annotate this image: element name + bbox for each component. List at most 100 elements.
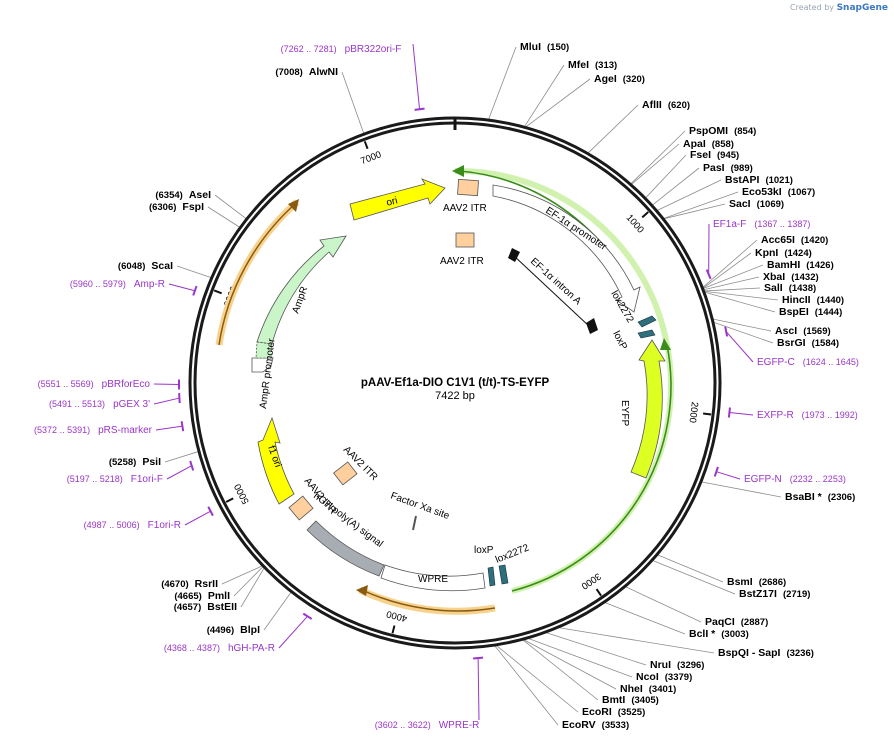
orange-arrow-left (218, 203, 296, 346)
features (215, 165, 674, 615)
primer-label: (5197 .. 5218)F1ori-F (67, 474, 163, 485)
enzyme-leader (713, 322, 774, 344)
tick-mark (641, 211, 649, 219)
enzyme-position: (313) (595, 60, 617, 71)
enzyme-name: ScaI (151, 260, 173, 272)
primer-name: EXFP-R (757, 410, 794, 421)
enzyme-label: BmtI (3405) (602, 694, 659, 706)
enzyme-leader (207, 206, 240, 228)
enzyme-name: PasI (703, 162, 725, 174)
feature-label-lox2272b: lox2272 (494, 542, 531, 565)
enzyme-label: MfeI(313) (568, 59, 617, 71)
enzyme-name: Eco53kI (742, 186, 782, 198)
green-arrowhead-right (660, 338, 671, 350)
feature-label-eyfp: EYFP (619, 400, 630, 426)
enzyme-position: (4496) (207, 625, 234, 636)
enzyme-name: PspOMI (689, 125, 728, 137)
enzyme-leader (625, 586, 702, 623)
primer-range: (1973 .. 1992) (802, 410, 858, 420)
enzyme-name: PsiI (142, 456, 161, 468)
enzyme-position: (3296) (677, 660, 704, 671)
feature-ampr-tail (255, 341, 273, 359)
enzyme-name: BsaBI * (785, 491, 823, 503)
feature-itr2-box (455, 232, 475, 248)
enzyme-position: (3405) (631, 695, 658, 706)
enzyme-name: SacI (729, 198, 751, 210)
enzyme-label: ApaI(858) (683, 138, 734, 150)
enzyme-label: BspQI - SapI(3236) (718, 647, 814, 659)
feature-factorxa-mark (412, 515, 417, 531)
feature-loxpb (487, 566, 496, 587)
feature-label-itr1: AAV2 ITR (443, 203, 487, 214)
enzyme-label: MluI(150) (520, 41, 569, 53)
primer-label: (5960 .. 5979)Amp-R (70, 279, 165, 290)
feature-ampr (256, 235, 347, 345)
primer-range: (5372 .. 5391) (34, 425, 90, 435)
primer-leader (166, 465, 192, 480)
enzyme-name: AlwNI (309, 66, 338, 78)
feature-label-loxpb: loxP (474, 545, 494, 556)
primer-range: (5551 .. 5569) (38, 379, 94, 389)
enzyme-leader (559, 627, 715, 654)
enzyme-labels: MluI(150)MfeI(313)AgeI(320)AflII(620)Psp… (109, 41, 855, 731)
enzyme-leader (657, 554, 724, 583)
enzyme-leader (546, 632, 647, 666)
enzyme-position: (620) (668, 100, 690, 111)
enzyme-position: (989) (731, 163, 753, 174)
enzyme-position: (6354) (155, 190, 182, 201)
enzyme-name: FseI (690, 149, 711, 161)
plasmid-length: 7422 bp (435, 390, 475, 402)
primer-name: pRS-marker (98, 425, 153, 436)
green-arrow-right (511, 344, 672, 592)
enzyme-name: SalI (764, 282, 783, 294)
primer-leader (412, 43, 421, 110)
enzyme-label: (6048) ScaI (118, 260, 173, 272)
enzyme-name: BamHI (767, 259, 800, 271)
primer-leader (155, 425, 183, 431)
halo-orange-bottom (358, 586, 496, 615)
enzyme-leader (663, 191, 739, 219)
enzyme-name: NcoI (636, 671, 659, 683)
enzyme-name: AseI (189, 189, 211, 201)
primer-label: EGFP-N(2232 .. 2253) (744, 474, 846, 485)
enzyme-position: (1584) (812, 338, 839, 349)
primer-name: WPRE-R (439, 720, 480, 731)
enzyme-position: (3533) (602, 720, 629, 731)
primer-leader-lines (153, 43, 754, 721)
enzyme-position: (1069) (757, 199, 784, 210)
halo-ef1a-eyfp (454, 167, 670, 346)
enzyme-leader (630, 130, 686, 184)
enzyme-label: KpnI(1424) (755, 247, 812, 259)
tick-mark (213, 289, 223, 295)
enzyme-position: (3525) (618, 707, 645, 718)
enzyme-leader (703, 276, 760, 291)
enzyme-name: BstZ17I (739, 588, 777, 600)
enzyme-leader (704, 291, 776, 313)
enzyme-label: BstZ17I(2719) (739, 588, 810, 600)
primer-label: (5551 .. 5569)pBRforEco (38, 379, 151, 390)
enzyme-name: BmtI (602, 694, 625, 706)
feature-itr3-box (333, 461, 358, 486)
enzyme-position: (7008) (275, 67, 302, 78)
tick-label: 4000 (385, 608, 408, 624)
feature-label-wpre: WPRE (418, 574, 448, 585)
primer-label: (4987 .. 5006)F1ori-R (84, 520, 181, 531)
primer-name: EGFP-N (744, 474, 782, 485)
primer-label: (5372 .. 5391) pRS-marker (34, 425, 153, 436)
enzyme-position: (3003) (721, 629, 748, 640)
snapgene-credit: Created by SnapGene (790, 3, 888, 13)
enzyme-leader (524, 64, 565, 127)
enzyme-leader (525, 78, 591, 128)
feature-ori (349, 178, 446, 221)
primer-range: (5960 .. 5979) (70, 279, 126, 289)
enzyme-name: BstEII (207, 601, 237, 613)
primer-range: (7262 .. 7281) (281, 44, 337, 54)
enzyme-position: (1420) (801, 235, 828, 246)
enzyme-leader-lines (164, 46, 782, 726)
enzyme-name: BsrGI (777, 337, 806, 349)
enzyme-position: (3379) (665, 672, 692, 683)
primer-leader (729, 412, 754, 416)
enzyme-label: SalI(1438) (764, 282, 816, 294)
enzyme-position: (6048) (118, 261, 145, 272)
enzyme-name: PaqCI (705, 616, 735, 628)
